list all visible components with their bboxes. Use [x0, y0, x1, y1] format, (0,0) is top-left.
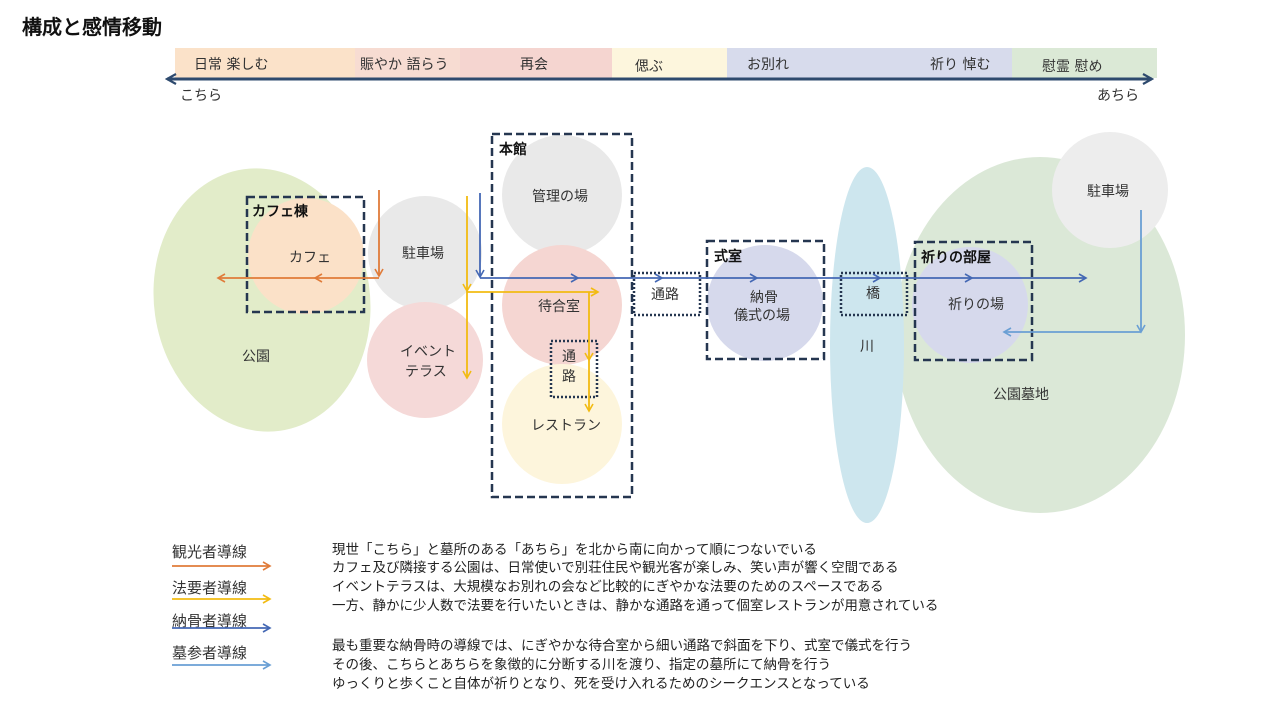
- prayer-circle: [912, 247, 1028, 363]
- kochira-label: こちら: [180, 88, 222, 104]
- inner-passage-box: [549, 339, 599, 399]
- restaurant-circle: [502, 364, 622, 484]
- cafe-label: カフェ: [289, 250, 331, 266]
- cafe-circle: [248, 198, 364, 314]
- parking2-circle: [1052, 132, 1168, 248]
- description-line: 最も重要な納骨時の導線では、にぎやかな待合室から細い通路で斜面を下り、式室で儀式…: [332, 637, 912, 654]
- description-line: 現世「こちら」と墓所のある「あちら」を北から南に向かって順につないでいる: [332, 542, 817, 558]
- admin-label: 管理の場: [532, 189, 588, 205]
- band-segment: [175, 48, 355, 78]
- parking-circle: [368, 196, 482, 310]
- prayer-room-box: [913, 240, 1034, 362]
- band-label: 賑やか 語らう: [360, 57, 448, 73]
- band-segment: [460, 48, 612, 78]
- band-label: お別れ: [747, 57, 789, 73]
- achira-label: あちら: [1097, 88, 1139, 104]
- cafe-building-label: カフェ棟: [252, 203, 309, 220]
- river-area: [830, 167, 904, 523]
- band-label: 再会: [520, 57, 548, 73]
- bridge-box: [839, 271, 909, 317]
- description-line: その後、こちらとあちらを象徴的に分断する川を渡り、指定の墓所にて納骨を行う: [332, 657, 831, 673]
- cafe-building-box: [245, 195, 366, 314]
- passage-box: [632, 271, 702, 317]
- band-label: 祈り 悼む: [930, 57, 990, 73]
- description-line: カフェ及び隣接する公園は、日常使いで別荘住民や観光客が楽しみ、笑い声が響く空間で…: [332, 559, 898, 576]
- main-building-label: 本館: [499, 141, 527, 158]
- inner-passage-label: 路: [562, 369, 576, 385]
- ceremony-place-label: 納骨: [750, 290, 778, 306]
- river-label: 川: [860, 339, 874, 355]
- event-terrace-label: イベント: [400, 344, 456, 360]
- band-segment: [612, 48, 727, 78]
- interment-route: [475, 193, 1088, 283]
- band-segment: [1012, 48, 1157, 78]
- visitor-route: [1002, 210, 1146, 337]
- admin-circle: [502, 135, 622, 255]
- park-label: 公園: [242, 349, 270, 365]
- waiting-room-label: 待合室: [538, 298, 580, 315]
- band-label: 偲ぶ: [635, 59, 663, 75]
- band-label: 日常 楽しむ: [194, 57, 268, 73]
- description: 現世「こちら」と墓所のある「あちら」を北から南に向かって順につないでいる カフェ…: [332, 542, 938, 692]
- waiting-room-circle: [502, 245, 622, 365]
- band-segment: [355, 48, 460, 78]
- event-terrace-label: テラス: [405, 364, 447, 380]
- ceremony-room-box: [705, 239, 826, 361]
- legend-interment-label: 納骨者導線: [172, 612, 247, 630]
- tourist-route: [216, 190, 384, 283]
- description-line: ゆっくりと歩くこと自体が祈りとなり、死を受け入れるためのシークエンスとなっている: [332, 676, 870, 692]
- parking-label: 駐車場: [402, 245, 444, 262]
- memorial-route: [462, 196, 600, 413]
- prayer-place-label: 祈りの場: [948, 297, 1004, 313]
- ceremony-place-label: 儀式の場: [734, 308, 790, 324]
- inner-passage-label: 通: [562, 349, 576, 365]
- legend: 観光者導線 法要者導線 納骨者導線 墓参者導線: [172, 543, 272, 670]
- ceremony-circle: [707, 245, 823, 361]
- bridge-label: 橋: [866, 286, 880, 302]
- description-line: 一方、静かに少人数で法要を行いたいときは、静かな通路を通って個室レストランが用意…: [332, 597, 938, 614]
- description-line: イベントテラスは、大規模なお別れの会など比較的にぎやかな法要のためのスペースであ…: [332, 579, 883, 595]
- emotion-band: 日常 楽しむ 賑やか 語らう 再会 偲ぶ お別れ 祈り 悼む 慰霊 慰め こちら…: [167, 48, 1157, 104]
- ceremony-room-label: 式室: [714, 248, 742, 265]
- page-title: 構成と感情移動: [22, 15, 162, 39]
- legend-memorial-label: 法要者導線: [172, 579, 247, 597]
- cemetery-label: 公園墓地: [993, 387, 1049, 403]
- legend-tourist-label: 観光者導線: [172, 543, 247, 561]
- band-segment: [727, 48, 1012, 78]
- passage-label: 通路: [651, 287, 679, 303]
- prayer-room-label: 祈りの部屋: [921, 249, 991, 266]
- legend-visitor-label: 墓参者導線: [172, 644, 247, 662]
- parking2-label: 駐車場: [1087, 183, 1129, 200]
- restaurant-label: レストラン: [531, 418, 601, 434]
- band-label: 慰霊 慰め: [1042, 58, 1102, 75]
- event-terrace-circle: [367, 302, 483, 418]
